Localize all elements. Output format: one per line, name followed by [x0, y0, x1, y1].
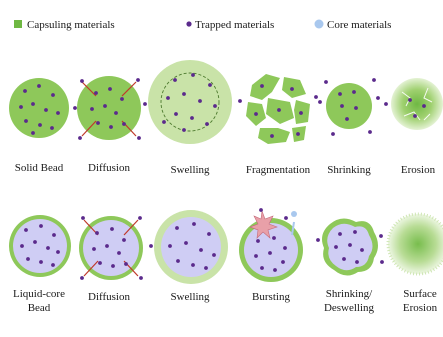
liquid-core-bead: Liquid-core Bead [9, 215, 71, 314]
core-swatch [315, 20, 324, 29]
deswelling-core [327, 224, 372, 271]
legend-core-label: Core materials [327, 19, 391, 31]
liquid-core-label-line1: Liquid-core [13, 288, 65, 300]
surface-erosion-label-line2: Erosion [403, 302, 438, 314]
capsuling-swatch [14, 20, 22, 28]
surface-erosion-label-line1: Surface [403, 288, 437, 300]
surface-erosion: Surface Erosion [388, 214, 443, 314]
diffusion-1-label: Diffusion [88, 162, 130, 174]
fragmentation-label: Fragmentation [246, 164, 311, 176]
diffusion-2: Diffusion [79, 216, 153, 303]
swelling-2: Swelling [154, 210, 228, 303]
solid-bead: Solid Bead [9, 78, 69, 174]
legend-capsuling: Capsuling materials [14, 19, 115, 31]
shrinking-deswelling: Shrinking/ Deswelling [316, 218, 384, 314]
shrinking-1: Shrinking [318, 78, 380, 176]
legend-core: Core materials [315, 19, 392, 31]
legend-trapped: Trapped materials [186, 19, 274, 31]
bursting-core [244, 223, 298, 277]
shrinking-1-label: Shrinking [327, 164, 371, 176]
legend-capsuling-label: Capsuling materials [27, 19, 115, 31]
deswelling-label-line2: Deswelling [324, 302, 375, 314]
swelling-1-label: Swelling [170, 164, 210, 176]
bursting: Bursting [239, 208, 303, 303]
erosion-1: Erosion [384, 78, 443, 176]
diffusion-1: Diffusion [73, 76, 147, 174]
shrinking-1-sphere [326, 83, 372, 129]
legend-trapped-label: Trapped materials [195, 19, 274, 31]
liquid-core-label-line2: Bead [28, 302, 51, 314]
erosion-1-sphere [391, 78, 443, 130]
fragment-top-left [250, 74, 280, 100]
fragment-bottom [258, 128, 290, 144]
swelling-2-label: Swelling [170, 291, 210, 303]
diffusion-2-label: Diffusion [88, 291, 130, 303]
erosion-1-label: Erosion [401, 164, 436, 176]
legend: Capsuling materials Trapped materials Co… [14, 19, 391, 31]
swelling-1: Swelling [148, 60, 232, 176]
bursting-jet-tip [291, 211, 297, 217]
deswelling-label-line1: Shrinking/ [326, 288, 373, 300]
solid-bead-label: Solid Bead [15, 162, 64, 174]
fragment-top-right [282, 77, 306, 98]
fragmentation: Fragmentation [238, 74, 318, 176]
trapped-swatch [186, 21, 191, 26]
bursting-label: Bursting [252, 291, 290, 303]
